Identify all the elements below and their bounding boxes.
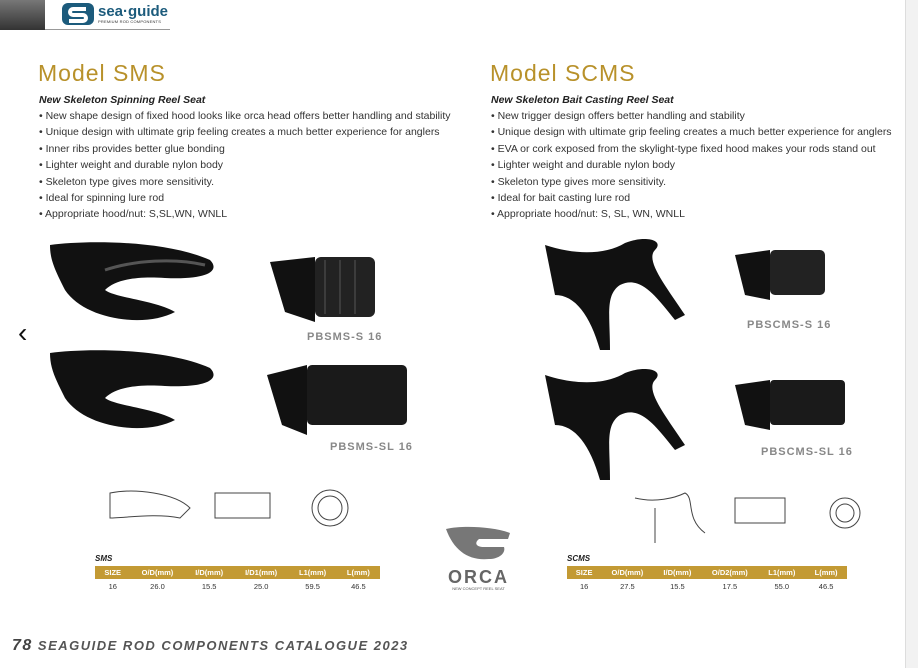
scms-reel-seat-image	[545, 369, 685, 480]
sms-dimension-drawings	[109, 489, 349, 527]
sms-reel-seat-image	[50, 350, 214, 429]
page-number: 78	[12, 637, 33, 654]
pbscms-sl-nut-image	[735, 380, 845, 430]
sms-reel-seat-image	[50, 242, 214, 321]
feature: Lighter weight and durable nylon body	[39, 157, 451, 173]
pbscms-s-nut-image	[735, 250, 825, 300]
orca-logo: ORCA NEW CONCEPT REEL SEAT	[436, 525, 521, 591]
sms-table-label: SMS	[95, 554, 113, 563]
header-divider	[45, 29, 170, 30]
sms-features: New shape design of fixed hood looks lik…	[39, 108, 451, 223]
feature: Inner ribs provides better glue bonding	[39, 141, 451, 157]
previous-page-chevron-icon[interactable]: ‹	[18, 317, 28, 348]
right-scroll-edge	[905, 0, 918, 668]
feature: EVA or cork exposed from the skylight-ty…	[491, 141, 892, 157]
feature: Lighter weight and durable nylon body	[491, 157, 892, 173]
page-footer: 78 SEAGUIDE ROD COMPONENTS CATALOGUE 202…	[12, 637, 409, 654]
feature: Ideal for bait casting lure rod	[491, 190, 892, 206]
feature: Ideal for spinning lure rod	[39, 190, 451, 206]
model-scms-title: Model SCMS	[490, 60, 636, 86]
feature: Unique design with ultimate grip feeling…	[491, 124, 892, 140]
scms-reel-seat-image	[545, 239, 685, 350]
scms-dimension-drawings	[634, 492, 861, 543]
seaguide-s-icon	[62, 3, 94, 25]
model-sms-title: Model SMS	[38, 60, 166, 86]
scms-table-label: SCMS	[567, 554, 591, 563]
feature: Skeleton type gives more sensitivity.	[39, 174, 451, 190]
pbsms-s-nut-image	[270, 257, 375, 322]
pbsms-sl-nut-image	[267, 365, 407, 435]
feature: Appropriate hood/nut: S, SL, WN, WNLL	[491, 206, 892, 222]
scms-subtitle: New Skeleton Bait Casting Reel Seat	[491, 94, 674, 106]
feature: New trigger design offers better handlin…	[491, 108, 892, 124]
feature: Unique design with ultimate grip feeling…	[39, 124, 451, 140]
scms-features: New trigger design offers better handlin…	[491, 108, 892, 223]
feature: New shape design of fixed hood looks lik…	[39, 108, 451, 124]
product-label: PBSMS-S 16	[307, 331, 383, 343]
orca-shape-icon	[445, 526, 510, 560]
header-bar	[0, 0, 45, 30]
feature: Skeleton type gives more sensitivity.	[491, 174, 892, 190]
feature: Appropriate hood/nut: S,SL,WN, WNLL	[39, 206, 451, 222]
sms-subtitle: New Skeleton Spinning Reel Seat	[39, 94, 206, 106]
product-label: PBSMS-SL 16	[330, 441, 413, 453]
product-label: PBSCMS-S 16	[747, 319, 832, 331]
product-label: PBSCMS-SL 16	[761, 446, 853, 458]
